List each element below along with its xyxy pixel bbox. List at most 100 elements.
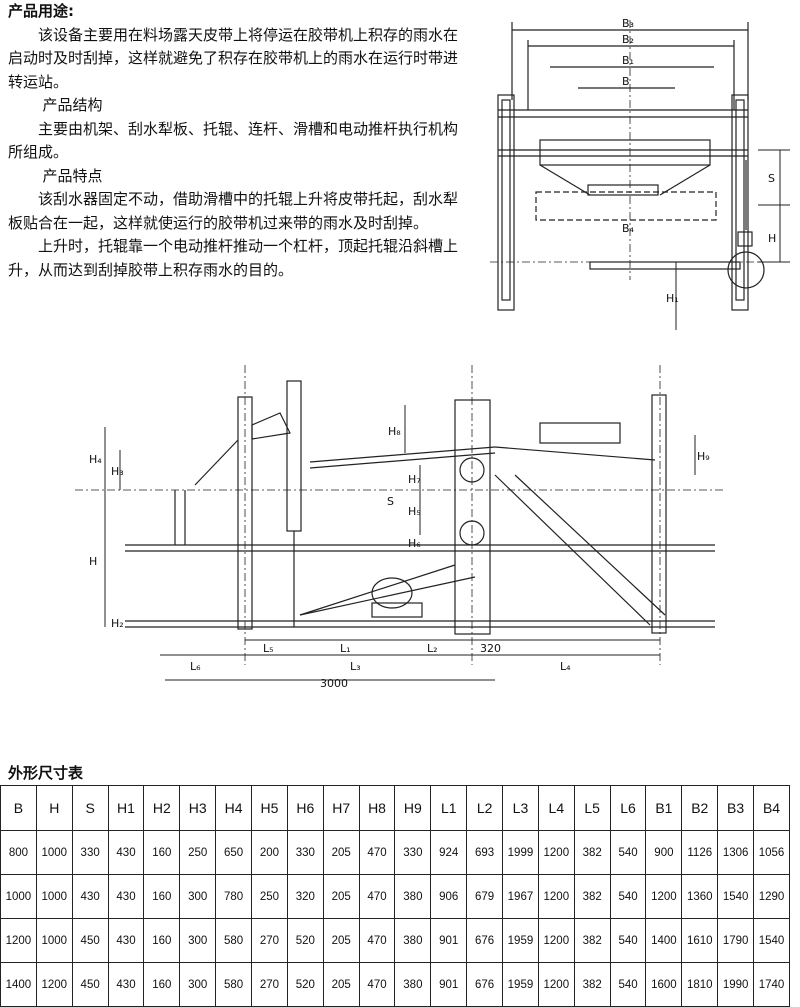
table-cell: 205 xyxy=(322,918,360,963)
table-cell: 580 xyxy=(215,962,253,1007)
label-B3: B₃ xyxy=(622,17,634,30)
table-cell: 1540 xyxy=(717,874,755,919)
table-cell: 1200 xyxy=(0,918,37,963)
table-header-cell: B xyxy=(0,785,37,831)
table-cell: 300 xyxy=(179,962,217,1007)
table-cell: 160 xyxy=(143,830,181,875)
table-cell: 430 xyxy=(107,830,145,875)
table-cell: 270 xyxy=(251,962,288,1007)
table-cell: 676 xyxy=(466,918,504,963)
table-cell: 520 xyxy=(286,918,324,963)
label-H9: H₉ xyxy=(697,450,710,463)
label-H2: H₂ xyxy=(111,617,124,630)
table-cell: 1290 xyxy=(753,874,790,919)
table-cell: 205 xyxy=(322,962,360,1007)
table-cell: 380 xyxy=(394,918,432,963)
table-cell: 380 xyxy=(394,874,432,919)
front-view-drawing: B₃ B₂ B₁ B B₄ S H H₁ xyxy=(490,17,790,330)
table-cell: 1200 xyxy=(537,830,575,875)
table-cell: 1999 xyxy=(502,830,539,875)
table-cell: 470 xyxy=(358,830,396,875)
working-paragraph: 上升时，托辊靠一个电动推杆推动一个杠杆，顶起托辊沿斜槽上升，从而达到刮掉胶带上积… xyxy=(8,237,459,279)
table-cell: 1000 xyxy=(0,874,37,919)
table-cell: 1200 xyxy=(645,874,683,919)
table-header-cell: H6 xyxy=(286,785,324,831)
table-title: 外形尺寸表 xyxy=(8,764,84,782)
table-cell: 679 xyxy=(466,874,504,919)
table-cell: 470 xyxy=(358,962,396,1007)
table-cell: 430 xyxy=(107,874,145,919)
table-header-cell: H8 xyxy=(358,785,396,831)
table-cell: 1400 xyxy=(0,962,37,1007)
table-header-cell: L4 xyxy=(537,785,575,831)
table-header-cell: L5 xyxy=(573,785,611,831)
section-title-usage: 产品用途: xyxy=(8,2,74,20)
table-cell: 1540 xyxy=(753,918,790,963)
table-cell: 1600 xyxy=(645,962,683,1007)
label-3000: 3000 xyxy=(320,677,348,690)
structure-paragraph: 主要由机架、刮水犁板、托辊、连杆、滑槽和电动推杆执行机构所组成。 xyxy=(8,119,459,162)
table-cell: 1360 xyxy=(681,874,719,919)
table-header-cell: L6 xyxy=(609,785,647,831)
table-cell: 330 xyxy=(394,830,432,875)
label-H1: H₁ xyxy=(666,292,679,305)
table-cell: 1959 xyxy=(502,918,539,963)
table-cell: 1790 xyxy=(717,918,755,963)
label-H: H xyxy=(89,555,97,568)
label-B2: B₂ xyxy=(622,33,634,46)
table-cell: 250 xyxy=(251,874,288,919)
table-header-cell: B4 xyxy=(753,785,790,831)
table-cell: 300 xyxy=(179,918,217,963)
table-cell: 906 xyxy=(430,874,468,919)
table-cell: 540 xyxy=(609,962,647,1007)
table-cell: 520 xyxy=(286,962,324,1007)
table-cell: 924 xyxy=(430,830,468,875)
table-cell: 430 xyxy=(71,874,109,919)
table-cell: 300 xyxy=(179,874,217,919)
table-cell: 1610 xyxy=(681,918,719,963)
table-cell: 1000 xyxy=(35,830,73,875)
table-cell: 382 xyxy=(573,918,611,963)
table-cell: 780 xyxy=(215,874,253,919)
table-cell: 380 xyxy=(394,962,432,1007)
table-cell: 1400 xyxy=(645,918,683,963)
label-B4: B₄ xyxy=(622,222,635,235)
table-header-cell: B2 xyxy=(681,785,719,831)
label-L1: L₁ xyxy=(340,642,351,655)
table-cell: 1967 xyxy=(502,874,539,919)
label-L6: L₆ xyxy=(190,660,201,673)
usage-paragraph: 该设备主要用在料场露天皮带上将停运在胶带机上积存的雨水在启动时及时刮掉，这样就避… xyxy=(8,25,459,91)
table-cell: 382 xyxy=(573,830,611,875)
label-L2: L₂ xyxy=(427,642,438,655)
table-header-cell: H3 xyxy=(179,785,217,831)
label-H3: H₃ xyxy=(111,465,124,478)
label-S: S xyxy=(387,495,394,508)
table-cell: 160 xyxy=(143,874,181,919)
table-cell: 1306 xyxy=(717,830,755,875)
table-cell: 250 xyxy=(179,830,217,875)
table-cell: 1200 xyxy=(537,962,575,1007)
table-cell: 160 xyxy=(143,918,181,963)
label-H6: H₆ xyxy=(408,537,421,550)
table-cell: 1740 xyxy=(753,962,790,1007)
table-cell: 205 xyxy=(322,874,360,919)
side-view-drawing: H₄ H₃ H H₂ H₈ H₇ S H₅ H₆ H₉ L₅ L₁ L₂ 320… xyxy=(75,365,725,690)
table-cell: 540 xyxy=(609,918,647,963)
table-header-cell: L3 xyxy=(502,785,539,831)
label-H5: H₅ xyxy=(408,505,421,518)
table-cell: 693 xyxy=(466,830,504,875)
table-cell: 1126 xyxy=(681,830,719,875)
table-header-cell: H5 xyxy=(251,785,288,831)
table-cell: 580 xyxy=(215,918,253,963)
table-header-cell: H9 xyxy=(394,785,432,831)
table-cell: 320 xyxy=(286,874,324,919)
table-cell: 450 xyxy=(71,962,109,1007)
table-header-cell: H4 xyxy=(215,785,253,831)
structure-heading: 产品结构 xyxy=(42,96,103,114)
table-cell: 1200 xyxy=(35,962,73,1007)
table-header-cell: H xyxy=(35,785,73,831)
